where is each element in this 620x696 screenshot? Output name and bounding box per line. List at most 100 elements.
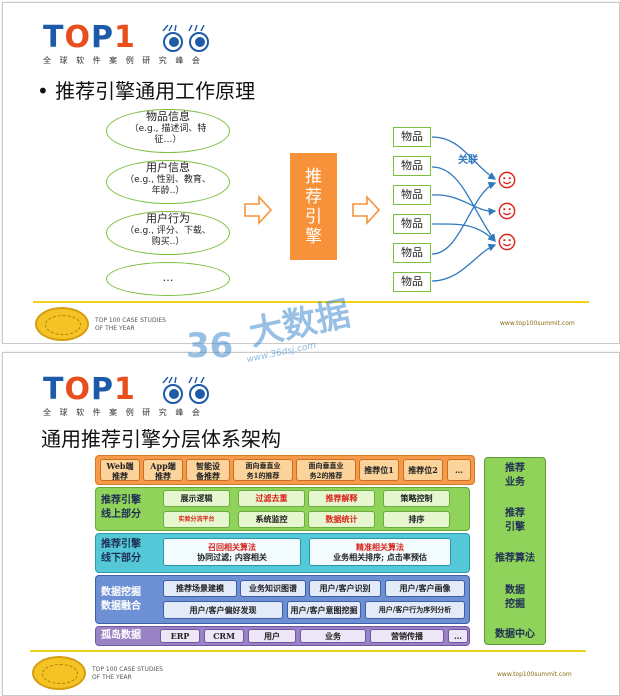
input-head: 用户信息 bbox=[146, 161, 190, 174]
layer-label-line: 线下部分 bbox=[101, 553, 141, 564]
side-data-center: 数据中心 bbox=[495, 629, 535, 640]
app-cell-line: 面向垂直业 bbox=[245, 461, 281, 470]
online-cell: 排序 bbox=[383, 511, 450, 528]
logo-subtitle: 全 球 软 件 案 例 研 究 峰 会 bbox=[43, 408, 203, 417]
island-cell: 营销传播 bbox=[370, 629, 444, 643]
smiley-icon bbox=[498, 233, 516, 251]
layer-label-line: 数据挖掘 bbox=[101, 587, 141, 598]
input-body: （e.g., 描述词、特 bbox=[129, 124, 207, 134]
association-arrows bbox=[431, 136, 497, 282]
logo-letter: O bbox=[64, 20, 91, 55]
footer-caption: TOP 100 CASE STUDIES OF THE YEAR bbox=[95, 317, 166, 333]
side-line: 数据 bbox=[505, 585, 525, 596]
footer-url: www.top100summit.com bbox=[497, 671, 572, 678]
slide-working-principle: TOP1 全 球 软 件 案 例 研 究 峰 会 • 推荐引擎通用工作原理 物品… bbox=[2, 2, 620, 344]
side-line: 业务 bbox=[505, 477, 525, 488]
app-cell: App端推荐 bbox=[143, 459, 183, 481]
side-recommend-engine: 推荐引擎 bbox=[484, 507, 546, 535]
recommend-engine-box: 推 荐 引 擎 bbox=[290, 153, 337, 260]
app-cell: 推荐位2 bbox=[403, 459, 443, 481]
app-cell-line: 备推荐 bbox=[196, 471, 220, 481]
online-cell: 推荐解释 bbox=[308, 490, 375, 507]
logo-eyes-icon bbox=[162, 25, 209, 52]
island-cell: ERP bbox=[160, 629, 200, 643]
mining-cell: 业务知识图谱 bbox=[240, 580, 306, 597]
item-box: 物品 bbox=[393, 156, 431, 176]
smiley-icon bbox=[498, 171, 516, 189]
input-user-info: 用户信息 （e.g., 性别、教育、 年龄..） bbox=[106, 160, 230, 204]
island-label: 孤岛数据 bbox=[101, 630, 141, 641]
algo-body: 业务相关排序; 点击率预估 bbox=[333, 552, 427, 562]
algo-title: 召回相关算法 bbox=[208, 542, 256, 552]
right-hollow-arrow-icon bbox=[352, 195, 381, 225]
precision-algorithms-cell: 精准相关算法 业务相关排序; 点击率预估 bbox=[309, 538, 451, 566]
side-line: 推荐 bbox=[505, 463, 525, 474]
side-line: 引擎 bbox=[505, 522, 525, 533]
island-cell: 业务 bbox=[300, 629, 366, 643]
offline-label: 推荐引擎线下部分 bbox=[101, 538, 141, 566]
engine-char: 推 bbox=[305, 167, 322, 187]
logo-letter: 1 bbox=[113, 372, 136, 407]
mining-cell: 用户/客户偏好发现 bbox=[163, 601, 283, 619]
footer-caption-line: OF THE YEAR bbox=[95, 325, 135, 332]
item-box: 物品 bbox=[393, 127, 431, 147]
app-cell: Web端推荐 bbox=[100, 459, 140, 481]
input-user-behavior: 用户行为 （e.g., 评分、下载、 购买..） bbox=[106, 211, 230, 255]
logo-letter: P bbox=[90, 20, 114, 55]
input-body: 年龄..） bbox=[151, 186, 185, 196]
app-cell-line: App端 bbox=[150, 461, 176, 471]
footer-caption-line: TOP 100 CASE STUDIES bbox=[92, 666, 163, 673]
watermark-36dsj: 36 大数据 www.36dsj.com bbox=[186, 288, 356, 378]
online-cell: 展示逻辑 bbox=[163, 490, 230, 507]
layer-label-line: 数据融合 bbox=[101, 601, 141, 612]
online-cell: 策略控制 bbox=[383, 490, 450, 507]
logo-eyes-icon bbox=[162, 377, 209, 404]
app-cell: 面向垂直业务2的推荐 bbox=[296, 459, 356, 481]
watermark-number: 36 bbox=[186, 326, 234, 366]
footer-rule bbox=[30, 650, 586, 652]
logo-letter: O bbox=[64, 372, 91, 407]
footer-url: www.top100summit.com bbox=[500, 320, 575, 327]
engine-char: 引 bbox=[305, 207, 322, 227]
input-more: … bbox=[106, 262, 230, 296]
logo-letter: T bbox=[43, 372, 65, 407]
summit-seal-icon bbox=[32, 656, 86, 690]
logo-subtitle: 全 球 软 件 案 例 研 究 峰 会 bbox=[43, 56, 203, 65]
logo-letter: P bbox=[90, 372, 114, 407]
mining-label: 数据挖掘数据融合 bbox=[101, 586, 141, 614]
mining-cell: 用户/客户识别 bbox=[309, 580, 381, 597]
input-body: 购买..） bbox=[151, 237, 185, 247]
side-recommend-business: 推荐业务 bbox=[484, 462, 546, 490]
mining-cell: 推荐场景建模 bbox=[163, 580, 237, 597]
top1-logo: TOP1 全 球 软 件 案 例 研 究 峰 会 bbox=[43, 372, 209, 418]
logo-wordmark: TOP1 bbox=[43, 23, 203, 53]
input-item-info: 物品信息 （e.g., 描述词、特 征…） bbox=[106, 109, 230, 153]
app-cell-line: 面向垂直业 bbox=[308, 461, 344, 470]
app-cell: 面向垂直业务1的推荐 bbox=[233, 459, 293, 481]
layer-label-line: 线上部分 bbox=[101, 509, 141, 520]
app-cell-line: 推荐 bbox=[155, 471, 171, 481]
recall-algorithms-cell: 召回相关算法 协同过滤; 内容相关 bbox=[163, 538, 301, 566]
online-cell: 实验分流平台 bbox=[163, 511, 230, 528]
input-head: 用户行为 bbox=[146, 212, 190, 225]
online-cell: 数据统计 bbox=[308, 511, 375, 528]
island-cell: 用户 bbox=[248, 629, 296, 643]
mining-cell: 用户/客户行为序列分析 bbox=[365, 601, 465, 619]
mining-cell: 用户/客户画像 bbox=[385, 580, 465, 597]
item-box: 物品 bbox=[393, 214, 431, 234]
mining-cell: 用户/客户意图挖掘 bbox=[287, 601, 361, 619]
engine-char: 擎 bbox=[305, 227, 322, 247]
side-data-mining: 数据挖掘 bbox=[484, 584, 546, 612]
online-cell: 过滤去重 bbox=[238, 490, 305, 507]
top1-logo: TOP1 全 球 软 件 案 例 研 究 峰 会 bbox=[43, 23, 209, 66]
side-recommend-algorithm: 推荐算法 bbox=[495, 553, 535, 564]
input-body: （e.g., 评分、下载、 bbox=[125, 226, 211, 236]
footer-rule bbox=[33, 301, 589, 303]
logo-letter: 1 bbox=[113, 20, 136, 55]
online-label: 推荐引擎线上部分 bbox=[101, 494, 141, 522]
item-box: 物品 bbox=[393, 185, 431, 205]
logo-letter: T bbox=[43, 20, 65, 55]
layer-label-line: 推荐引擎 bbox=[101, 495, 141, 506]
footer-caption-line: TOP 100 CASE STUDIES bbox=[95, 317, 166, 324]
side-line: 推荐 bbox=[505, 508, 525, 519]
